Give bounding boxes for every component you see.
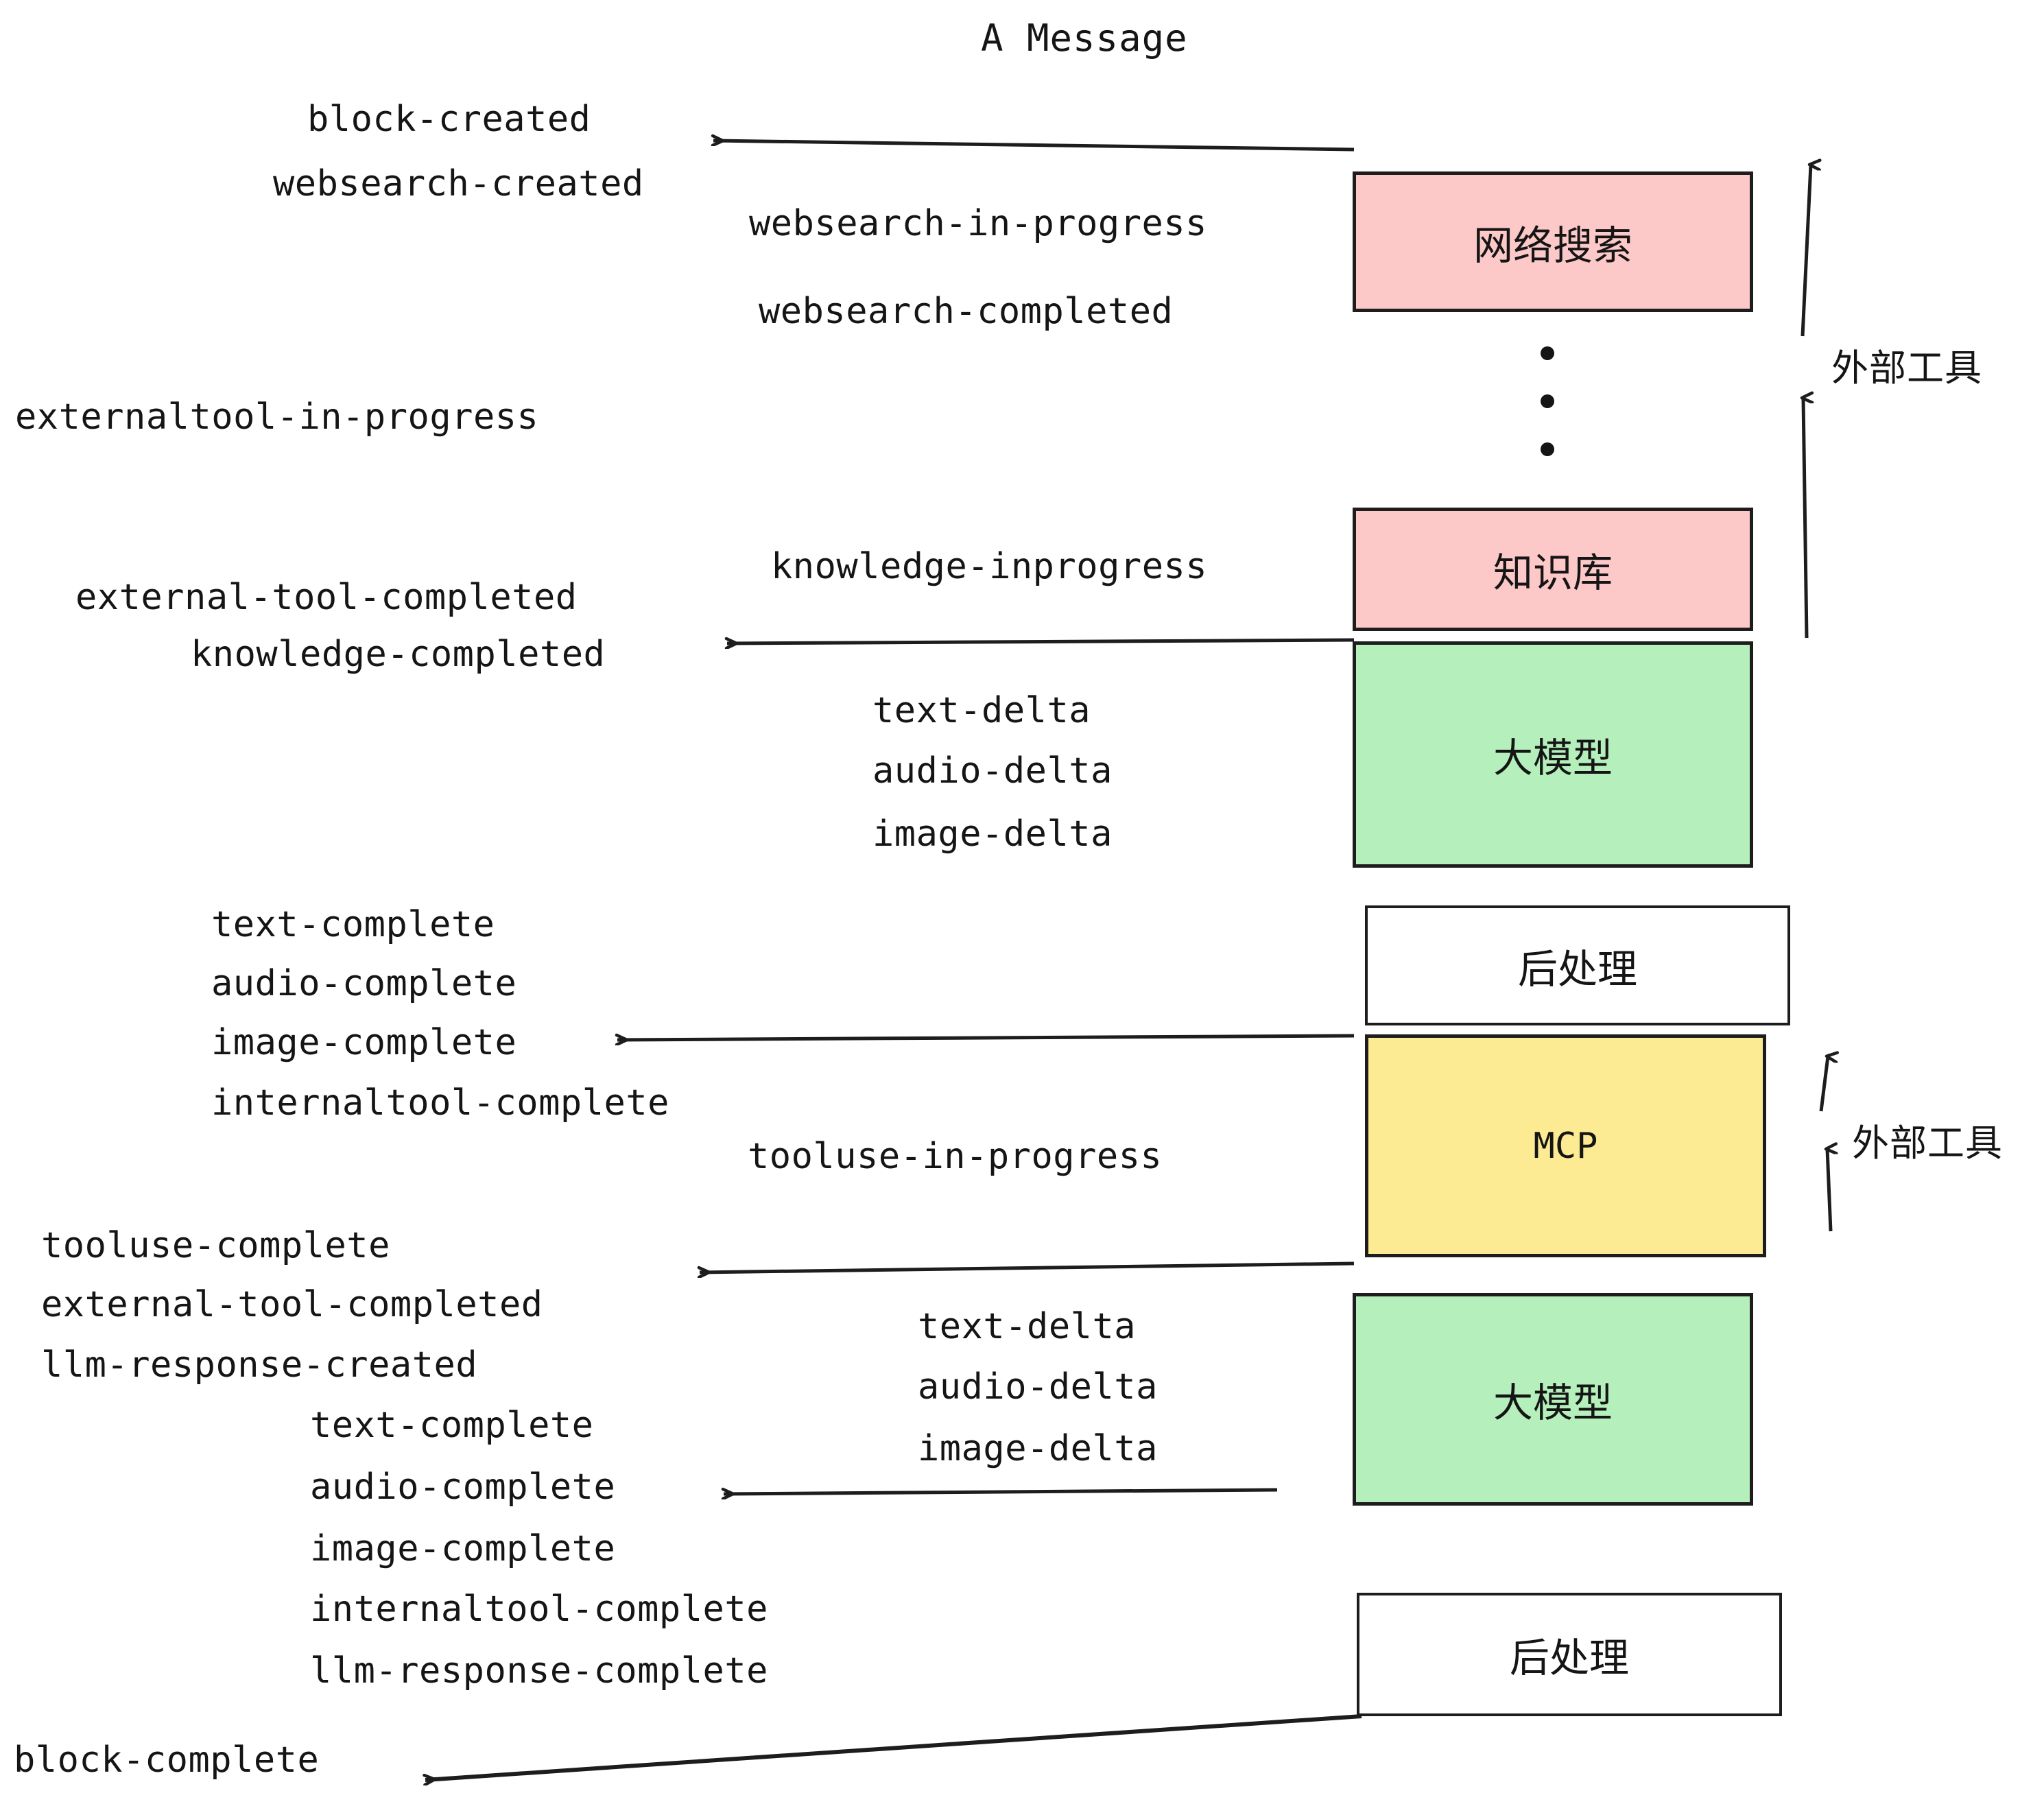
- node-llm-bottom[interactable]: 大模型: [1353, 1293, 1753, 1506]
- node-websearch-label: 网络搜索: [1473, 222, 1632, 269]
- event-knowledge-inprogress: knowledge-inprogress: [771, 546, 1208, 587]
- arrow-mcp-to-tooluse-complete: [700, 1261, 1355, 1272]
- label-external-tool-top: 外部工具: [1831, 346, 1982, 390]
- event-websearch-created: websearch-created: [273, 163, 644, 204]
- arrow-websearch-to-blockcreated: [713, 141, 1355, 152]
- dot-3: [1541, 442, 1554, 456]
- node-llm-bottom-label: 大模型: [1493, 1379, 1613, 1426]
- diagram-title: A Message: [981, 16, 1188, 60]
- arrow-llm-to-imagecomplete: [617, 1036, 1355, 1040]
- event-block-complete: block-complete: [14, 1740, 320, 1781]
- event-audio-complete-2: audio-complete: [310, 1467, 616, 1508]
- event-knowledge-completed: knowledge-completed: [191, 634, 606, 675]
- node-mcp[interactable]: MCP: [1365, 1034, 1766, 1257]
- event-llm-response-created: llm-response-created: [41, 1344, 478, 1386]
- event-text-complete-2: text-complete: [310, 1405, 594, 1446]
- event-image-complete-2: image-complete: [310, 1528, 616, 1569]
- label-external-tool-bottom: 外部工具: [1852, 1121, 2003, 1165]
- node-knowledge[interactable]: 知识库: [1353, 508, 1753, 631]
- event-block-created: block-created: [307, 99, 591, 140]
- node-mcp-label: MCP: [1533, 1125, 1598, 1167]
- arrow-external-tool-bottom-down: [1827, 1149, 1831, 1232]
- event-tooluse-in-progress: tooluse-in-progress: [748, 1136, 1163, 1177]
- event-text-complete-1: text-complete: [211, 904, 495, 945]
- arrow-external-tool-bottom-up: [1819, 1056, 1828, 1112]
- dot-1: [1541, 346, 1554, 360]
- arrow-post-to-blockcomplete: [425, 1714, 1362, 1780]
- arrow-llm-bottom-to-audiocomplete: [724, 1490, 1278, 1494]
- event-audio-delta-1: audio-delta: [872, 750, 1113, 792]
- arrow-knowledge-to-completed: [727, 640, 1355, 643]
- event-websearch-completed: websearch-completed: [759, 291, 1174, 332]
- node-postprocess-bottom[interactable]: 后处理: [1357, 1593, 1782, 1716]
- arrow-external-tool-top-up: [1801, 165, 1811, 337]
- node-llm-top[interactable]: 大模型: [1353, 641, 1753, 868]
- event-audio-delta-2: audio-delta: [918, 1366, 1158, 1408]
- dot-2: [1541, 394, 1554, 408]
- node-websearch[interactable]: 网络搜索: [1353, 171, 1753, 312]
- event-image-complete-1: image-complete: [211, 1022, 517, 1063]
- event-internaltool-complete-1: internaltool-complete: [211, 1082, 669, 1124]
- event-externaltool-in-progress: externaltool-in-progress: [15, 396, 539, 438]
- event-websearch-in-progress: websearch-in-progress: [749, 203, 1207, 244]
- event-image-delta-2: image-delta: [918, 1428, 1158, 1469]
- event-internaltool-complete-2: internaltool-complete: [310, 1589, 768, 1630]
- ellipsis-dots: [1540, 346, 1555, 456]
- event-text-delta-1: text-delta: [872, 690, 1091, 731]
- event-external-tool-completed-1: external-tool-completed: [75, 577, 578, 618]
- node-llm-top-label: 大模型: [1493, 735, 1613, 781]
- event-external-tool-completed-2: external-tool-completed: [41, 1284, 543, 1325]
- node-postprocess-bottom-label: 后处理: [1509, 1635, 1629, 1681]
- event-tooluse-complete: tooluse-complete: [41, 1225, 390, 1266]
- event-image-delta-1: image-delta: [872, 814, 1113, 855]
- node-postprocess-top-label: 后处理: [1517, 945, 1637, 993]
- arrow-external-tool-top-down: [1803, 398, 1807, 639]
- event-llm-response-complete: llm-response-complete: [310, 1650, 768, 1692]
- node-knowledge-label: 知识库: [1493, 549, 1613, 596]
- node-postprocess-top[interactable]: 后处理: [1365, 905, 1790, 1025]
- event-audio-complete-1: audio-complete: [211, 963, 517, 1004]
- event-text-delta-2: text-delta: [918, 1306, 1137, 1347]
